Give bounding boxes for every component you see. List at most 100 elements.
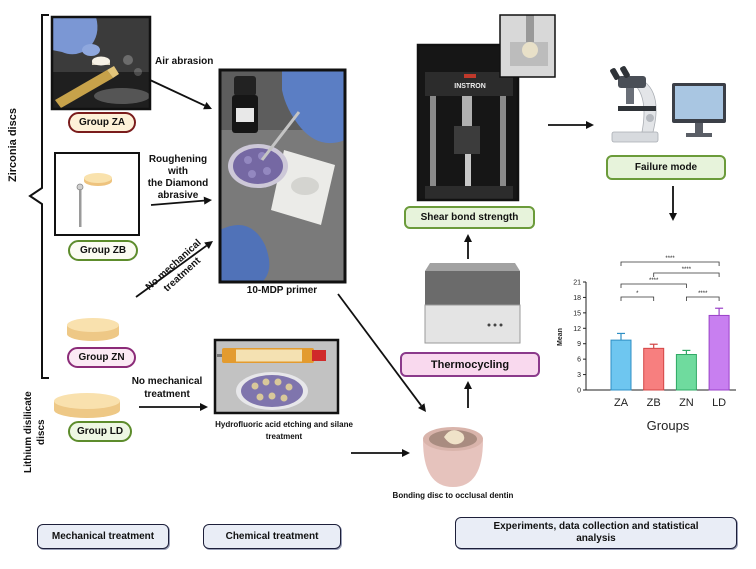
shear-bond-strength-step: Shear bond strength: [404, 206, 535, 229]
arrow-head: [203, 196, 212, 205]
eyepiece: [610, 68, 620, 80]
specimen: [256, 393, 264, 401]
hf-silane-label: Hydrofluoric acid etching and silane tre…: [199, 419, 369, 443]
inset-rod: [526, 15, 534, 43]
primer-photo: [218, 68, 347, 284]
abrasion-nozzle: [55, 70, 113, 108]
bar-LD: [708, 314, 730, 391]
machine-column: [500, 96, 506, 186]
zirconia-bracket: [28, 14, 49, 379]
photo-frame: [213, 338, 340, 415]
monitor-screen: [675, 86, 723, 119]
arrow-line: [150, 199, 205, 206]
y-tick-label: 6: [577, 357, 581, 364]
glove: [52, 17, 98, 55]
label-line: the Diamond: [147, 178, 209, 189]
glove-finger: [82, 44, 100, 56]
x-tick-label-LD: LD: [712, 397, 726, 409]
focus-knob: [646, 114, 654, 122]
label-line: No mechanical: [131, 376, 203, 387]
specimen: [262, 378, 270, 386]
monitor-stand: [695, 123, 703, 133]
y-tick-label: 0: [577, 388, 581, 395]
thermocycler-lower: [424, 304, 521, 344]
indicator-light: [493, 323, 497, 327]
arrow-head: [418, 403, 426, 412]
significance-label: ****: [665, 256, 675, 262]
label-line: Roughening: [148, 154, 208, 165]
arrow-head: [464, 234, 472, 242]
diamond-abrasive-illustration: [54, 152, 140, 236]
label-line: Experiments, data collection and statist…: [493, 521, 699, 532]
inset-frame: [499, 14, 556, 78]
lithium-disc-ld: [54, 393, 120, 418]
surface-reflection: [94, 88, 150, 104]
zirconia-disc: [92, 56, 110, 66]
bottle-label: [236, 108, 254, 122]
specimen: [274, 378, 282, 386]
bar-ZB: [643, 347, 665, 391]
glove: [282, 70, 345, 144]
y-tick-label: 9: [577, 341, 581, 348]
y-tick-label: 12: [573, 326, 581, 333]
indicator-light: [499, 323, 503, 327]
photo-frame: [50, 15, 152, 111]
microscope-computer: [610, 66, 726, 143]
machine-base: [425, 186, 513, 200]
y-tick-label: 18: [573, 295, 581, 302]
specimen: [280, 394, 288, 402]
glove: [220, 225, 270, 282]
specimen: [263, 167, 271, 175]
bottle-cap: [234, 76, 256, 96]
arrow-head: [464, 381, 472, 389]
arrow-head: [669, 213, 677, 221]
significance-bracket: [620, 261, 720, 266]
instron-inset-photo: [499, 14, 556, 78]
x-tick-label-ZB: ZB: [647, 397, 661, 409]
lithium-disilicate-label: Lithium disilicate discs: [22, 388, 50, 476]
specimen: [251, 382, 259, 390]
specimen: [248, 170, 256, 178]
shear-blade: [465, 154, 471, 186]
no-mechanical-treatment-ld-label: No mechanical treatment: [126, 375, 208, 401]
label-line: analysis: [576, 533, 616, 544]
x-tick-label-ZN: ZN: [679, 397, 694, 409]
specimen-holder: [233, 148, 283, 184]
microscope-head: [618, 76, 646, 88]
syringe-label: [236, 349, 302, 362]
y-tick-label: 15: [573, 310, 581, 317]
bonded-specimen: [423, 427, 483, 487]
label-line: abrasive: [157, 190, 199, 201]
label-line: with: [168, 166, 188, 177]
significance-bracket: [653, 272, 720, 277]
hf-etching-photo: [213, 338, 340, 415]
diamond-bur-shank: [79, 189, 82, 227]
experiments-footer: Experiments, data collection and statist…: [455, 517, 737, 549]
inset-specimen: [522, 42, 538, 58]
specimen: [244, 156, 252, 164]
thermocycler-top: [425, 263, 520, 271]
label-line: discs: [36, 419, 47, 445]
bar-ZA: [610, 339, 632, 391]
arrow-head: [203, 101, 212, 110]
significance-bracket: [620, 296, 655, 301]
thermocycler-upper: [425, 271, 520, 305]
instron-photo: INSTRON: [416, 43, 520, 202]
x-tick-label-ZA: ZA: [614, 397, 629, 409]
logo-mark: [464, 74, 476, 78]
primer-label: 10-MDP primer: [246, 285, 318, 296]
arrow-head: [204, 241, 213, 249]
roughening-label: Roughening with the Diamond abrasive: [142, 154, 214, 202]
powder-cloud: [134, 68, 142, 76]
disc-top: [67, 318, 119, 332]
arrow-head: [402, 449, 410, 457]
y-tick-label: 21: [573, 280, 581, 287]
tray-well: [291, 177, 319, 195]
photo-frame: [416, 43, 520, 202]
arrow-line: [149, 79, 206, 107]
eyepiece: [620, 66, 630, 78]
significance-bracket: [620, 283, 687, 288]
label-line: treatment: [144, 389, 190, 400]
significance-label: ****: [682, 267, 692, 273]
